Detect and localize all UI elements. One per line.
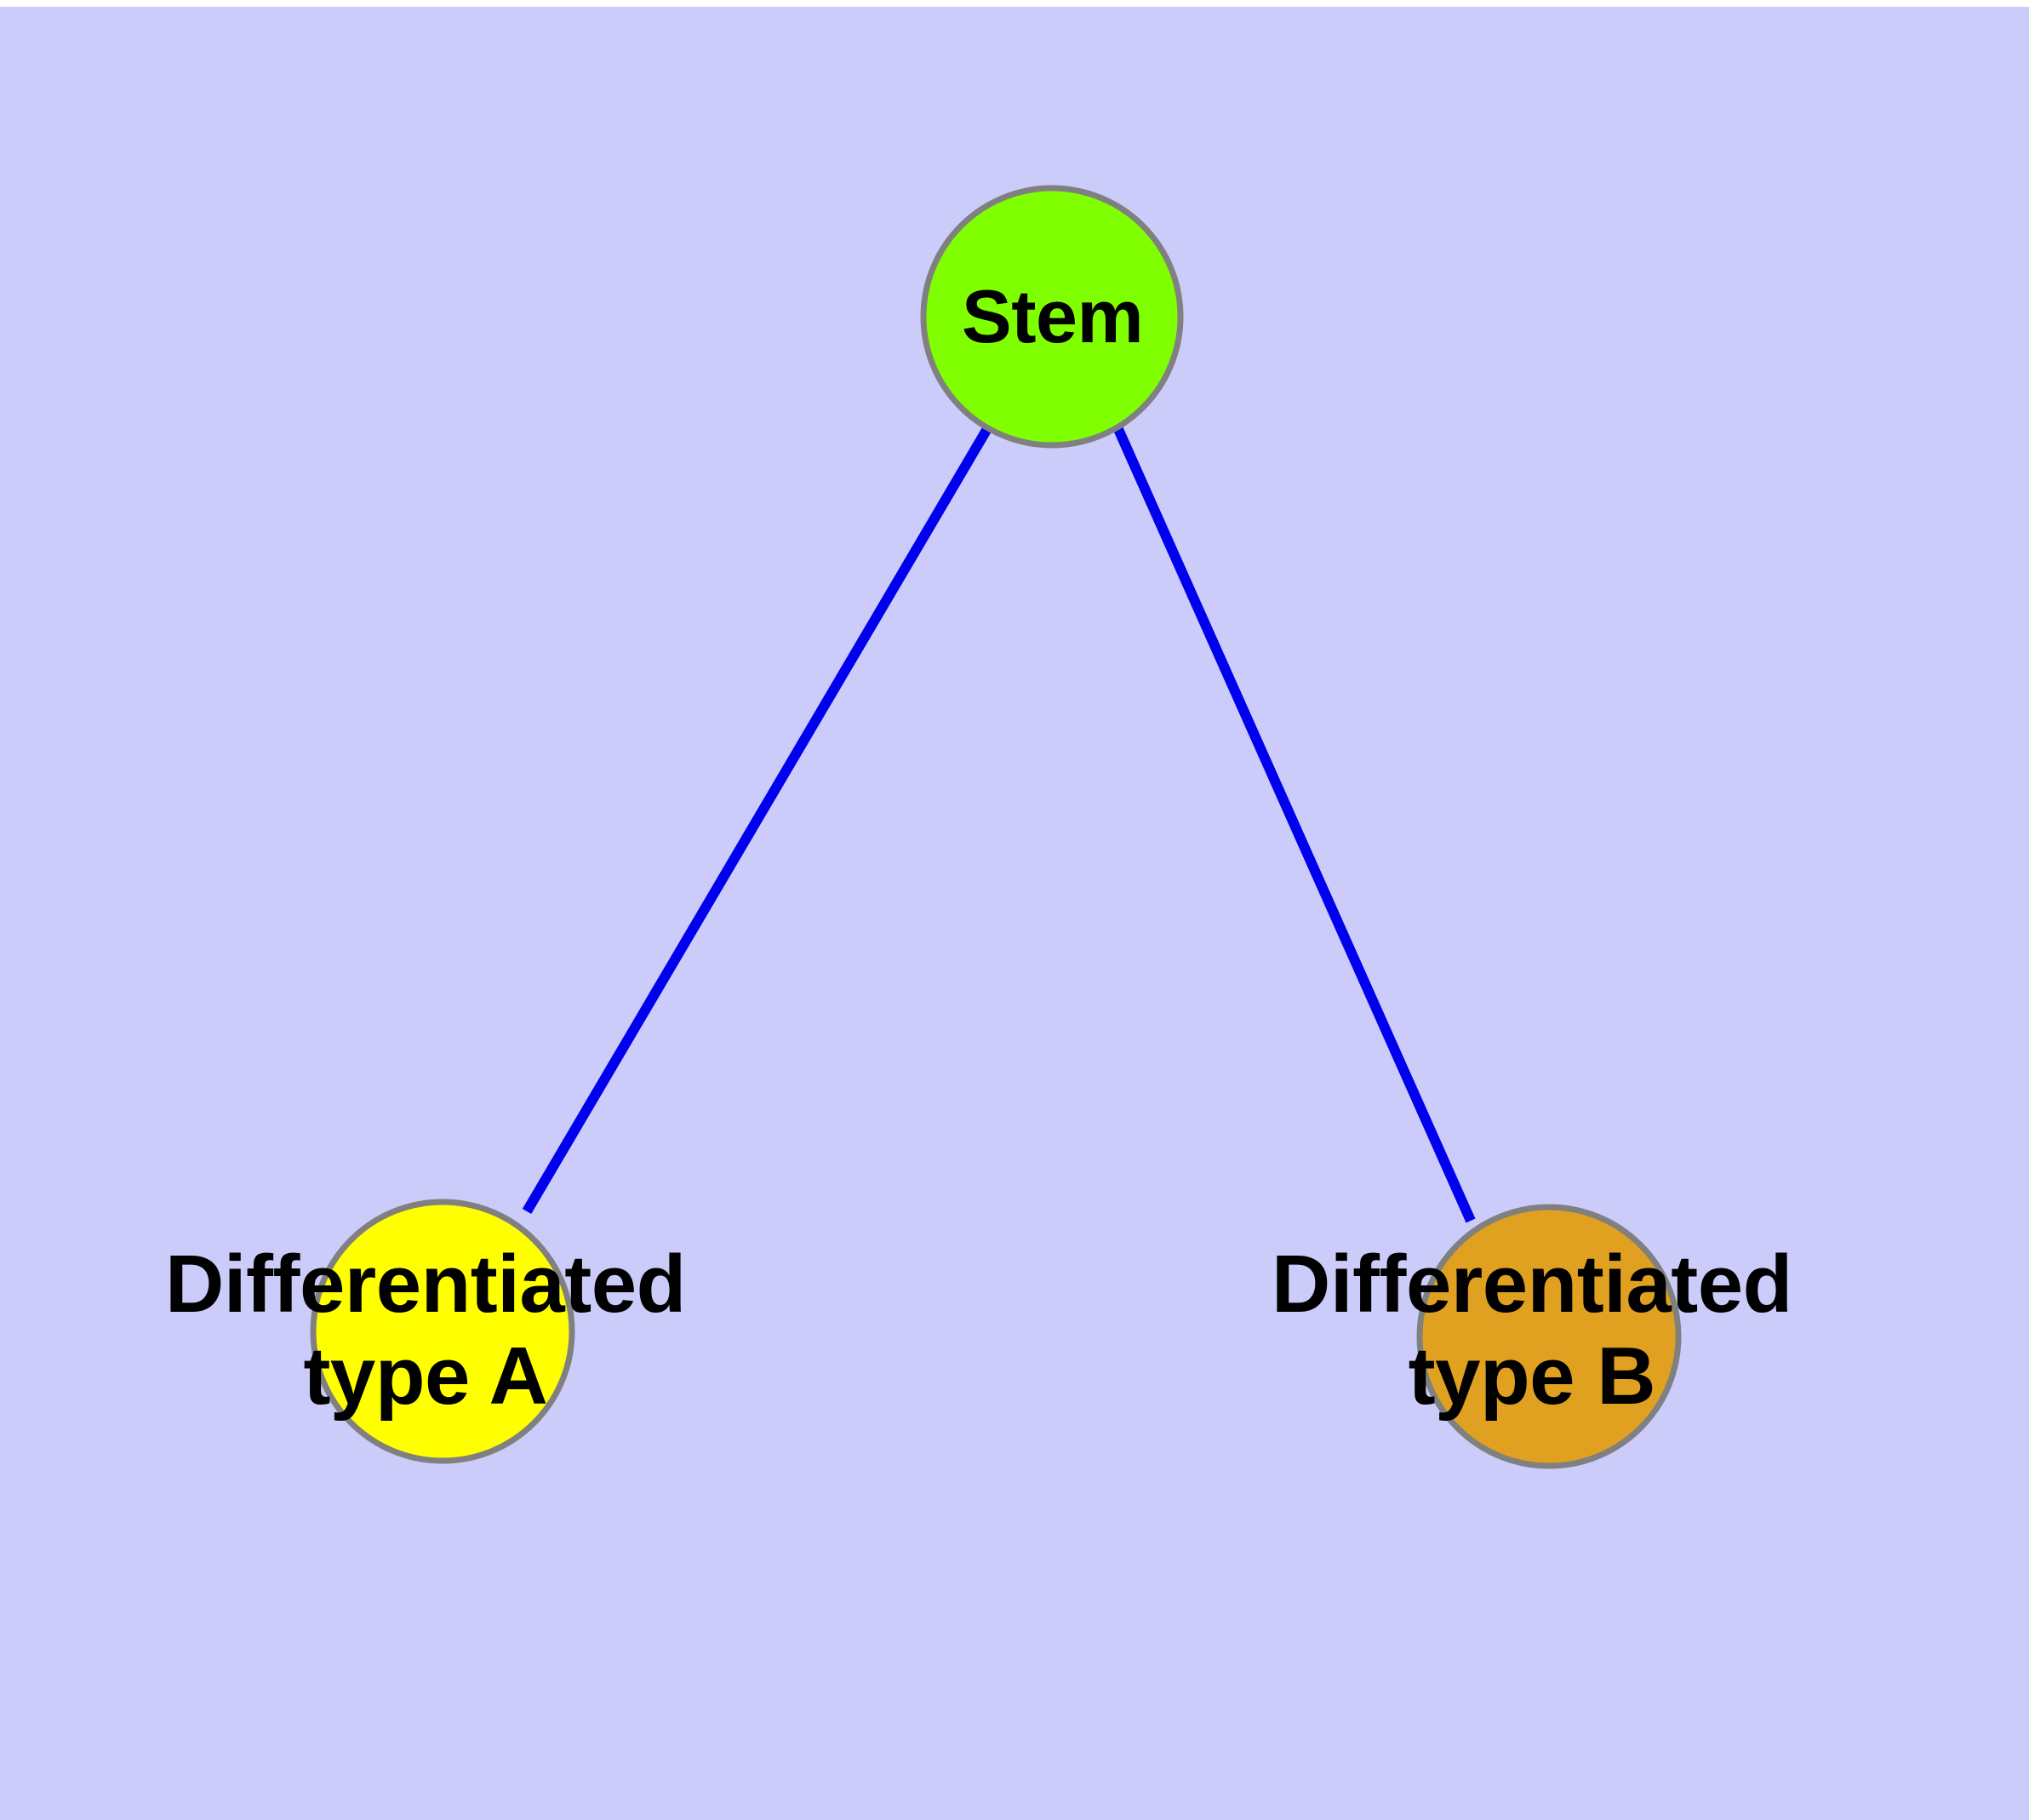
graph-node-diff_b[interactable] [1416,1204,1682,1469]
graph-node-stem[interactable] [920,185,1184,449]
nodes-group [310,185,1682,1469]
graph-edge-stem-diff_a[interactable] [522,424,993,1215]
edges-group [522,424,1476,1223]
graph-node-diff_a[interactable] [310,1199,575,1464]
graph-edge-stem-diff_b[interactable] [1112,425,1476,1223]
